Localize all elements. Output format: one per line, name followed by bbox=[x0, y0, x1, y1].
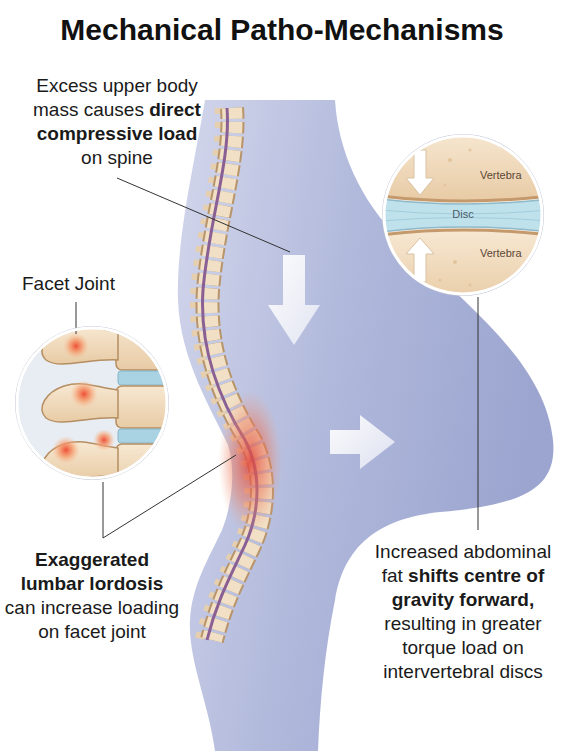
disc-inset-circle: VertebraDiscVertebra bbox=[383, 135, 543, 295]
disc-inset bbox=[380, 130, 550, 305]
annotation-text: can increase loading on facet joint bbox=[4, 596, 180, 644]
bone-dot bbox=[453, 260, 457, 264]
forward-shift-arrow bbox=[330, 415, 395, 469]
vertebral-body bbox=[116, 444, 176, 490]
bone-dot bbox=[469, 149, 472, 152]
vertebrae bbox=[208, 108, 262, 640]
diagram-title: Mechanical Patho-Mechanisms bbox=[0, 12, 564, 48]
circle-outline bbox=[17, 328, 167, 478]
part-label: Vertebra bbox=[480, 247, 522, 260]
facet-inset-circle: Facet Joint bbox=[18, 272, 170, 482]
posterior-element bbox=[42, 326, 118, 364]
inset-heading: Facet Joint bbox=[22, 272, 115, 295]
part-label: Disc bbox=[452, 208, 473, 221]
circle-outline bbox=[384, 136, 542, 294]
bone-dot bbox=[444, 184, 447, 187]
disc bbox=[118, 429, 174, 443]
facet-inflammation bbox=[93, 429, 115, 451]
leader-lines bbox=[76, 178, 478, 538]
annotation-text: Exaggerated lumbar lordosis bbox=[21, 549, 164, 594]
circle-outline bbox=[16, 327, 169, 480]
bone-dot bbox=[469, 284, 472, 287]
compression-arrow bbox=[268, 255, 320, 345]
leader-line bbox=[103, 455, 236, 538]
facet-inflammation bbox=[52, 436, 80, 464]
bone-dot bbox=[439, 279, 442, 282]
circle-outline bbox=[383, 135, 544, 296]
facet-inflammation bbox=[70, 380, 98, 408]
part-label: Vertebra bbox=[480, 169, 522, 182]
facet-inflammation bbox=[63, 333, 89, 359]
intervertebral-disc bbox=[380, 199, 550, 232]
circle-outline-layer bbox=[18, 272, 170, 482]
spine bbox=[195, 108, 282, 640]
annotation-group: Excess upper body mass causes direct com… bbox=[32, 74, 202, 170]
spinal-cord bbox=[203, 108, 257, 640]
vertebral-body bbox=[116, 318, 176, 370]
vertebra-outline bbox=[208, 108, 262, 640]
bone-dot bbox=[448, 158, 452, 162]
body-silhouette bbox=[178, 100, 554, 751]
annotation-text: shifts centre of gravity forward, bbox=[392, 565, 545, 610]
lumbar-inflammation bbox=[218, 390, 282, 534]
annotation-text: on spine bbox=[81, 147, 153, 168]
facet-inset bbox=[15, 318, 176, 490]
annotation-text: resulting in greater torque load on inte… bbox=[372, 612, 554, 684]
annotation-group: Exaggerated lumbar lordosiscan increase … bbox=[4, 548, 180, 644]
leader-line bbox=[117, 178, 290, 252]
leader-line bbox=[478, 297, 479, 530]
annotation-group: Increased abdominal fat shifts centre of… bbox=[372, 540, 554, 684]
inset-background bbox=[380, 130, 550, 305]
